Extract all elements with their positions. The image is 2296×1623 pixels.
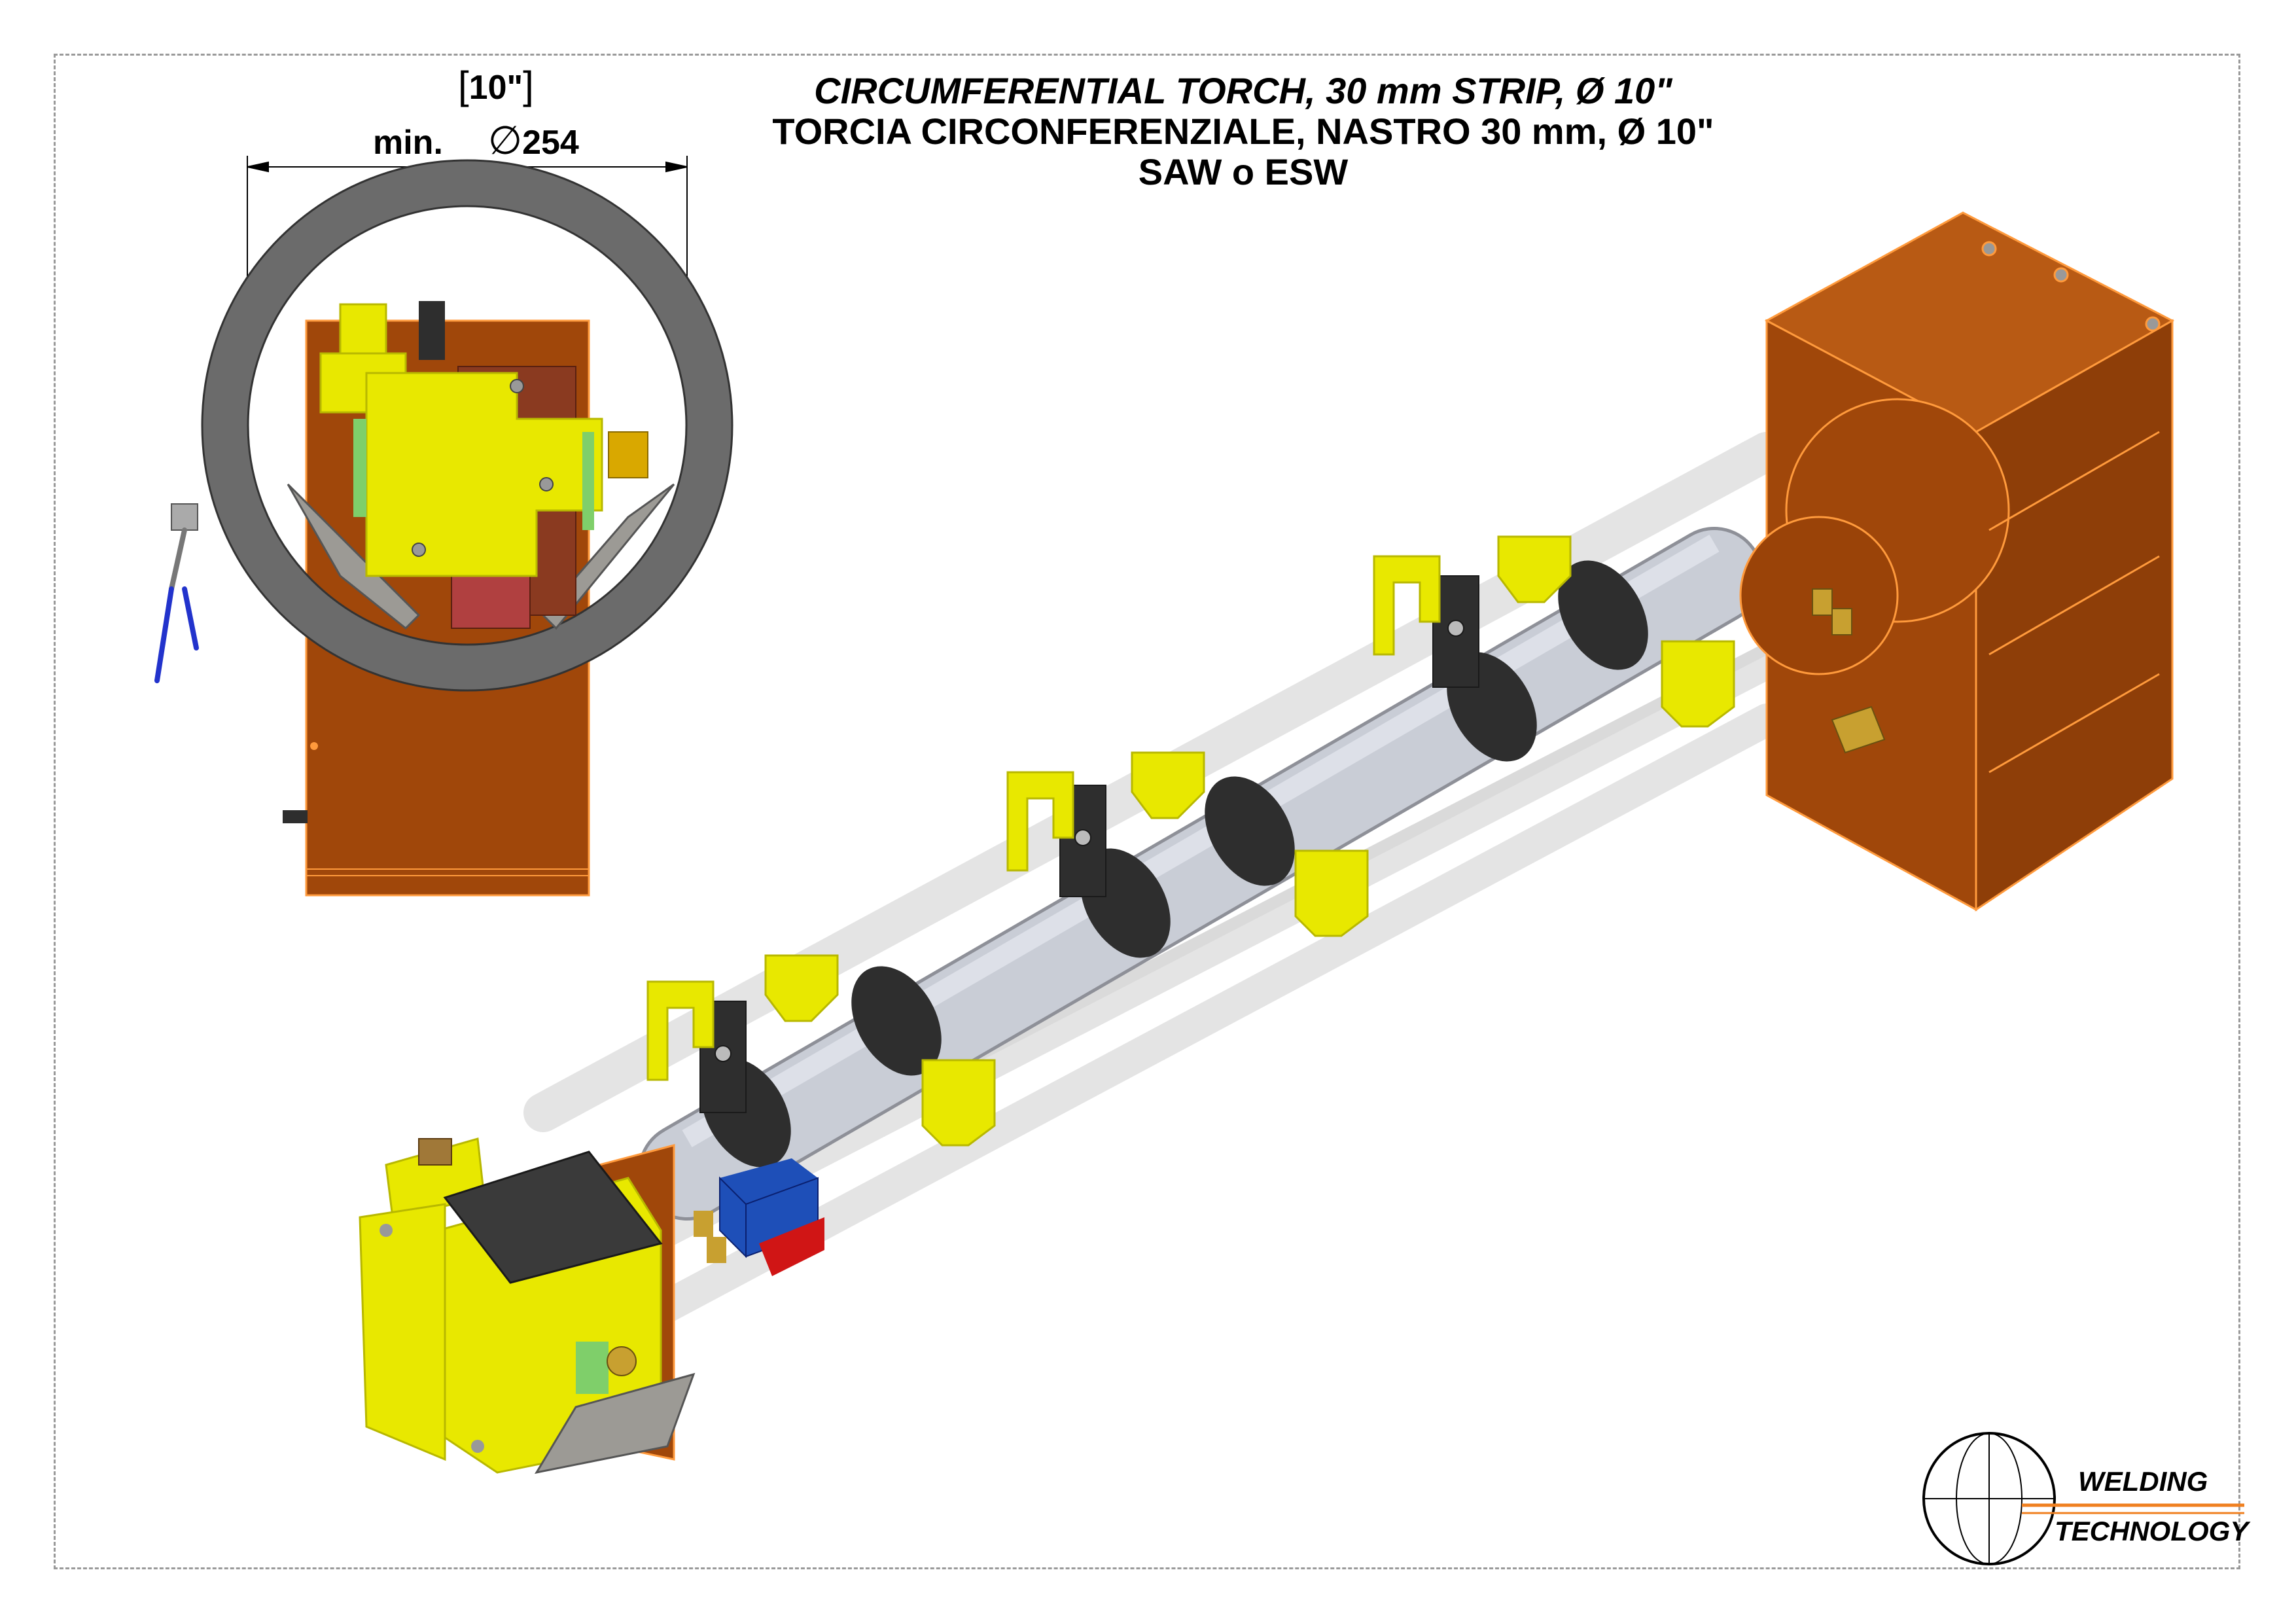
sheet-border: [54, 54, 2240, 1569]
pipe-ring: [202, 160, 732, 690]
main-tube: [638, 527, 1763, 1221]
dimension-inch-value: 10": [468, 69, 523, 107]
end-view-yellow-head: [319, 301, 648, 577]
yellow-brackets: [646, 535, 1735, 1147]
dimension-inch-label: [10"]: [458, 63, 534, 107]
torch-head: [359, 1137, 696, 1474]
dimension-mm-value: 254: [522, 124, 579, 162]
title-block: CIRCUMFERENTIAL TORCH, 30 mm STRIP, Ø 10…: [733, 71, 1754, 192]
clamp-blocks: [699, 575, 1479, 1113]
brass-fittings: [1812, 588, 1886, 754]
gearbox: [1739, 211, 2175, 912]
title-line-2: TORCIA CIRCONFERENZIALE, NASTRO 30 mm, Ø…: [772, 111, 1714, 152]
side-handle: [154, 503, 199, 683]
end-view: [154, 156, 733, 897]
logo-line-1: WELDING: [2078, 1466, 2208, 1497]
title-line-3: SAW o ESW: [1138, 151, 1349, 192]
diameter-symbol: ∅: [487, 118, 523, 162]
blue-red-block: [694, 1158, 824, 1276]
dimension-mm-label: min. ∅254: [373, 118, 579, 164]
dimension-prefix: min.: [373, 124, 443, 162]
title-line-1: CIRCUMFERENTIAL TORCH, 30 mm STRIP, Ø 10…: [814, 70, 1672, 111]
isometric-view: [359, 211, 2175, 1474]
logo-line-2: TECHNOLOGY: [2055, 1516, 2249, 1546]
welding-technology-logo: [1922, 1432, 2244, 1565]
